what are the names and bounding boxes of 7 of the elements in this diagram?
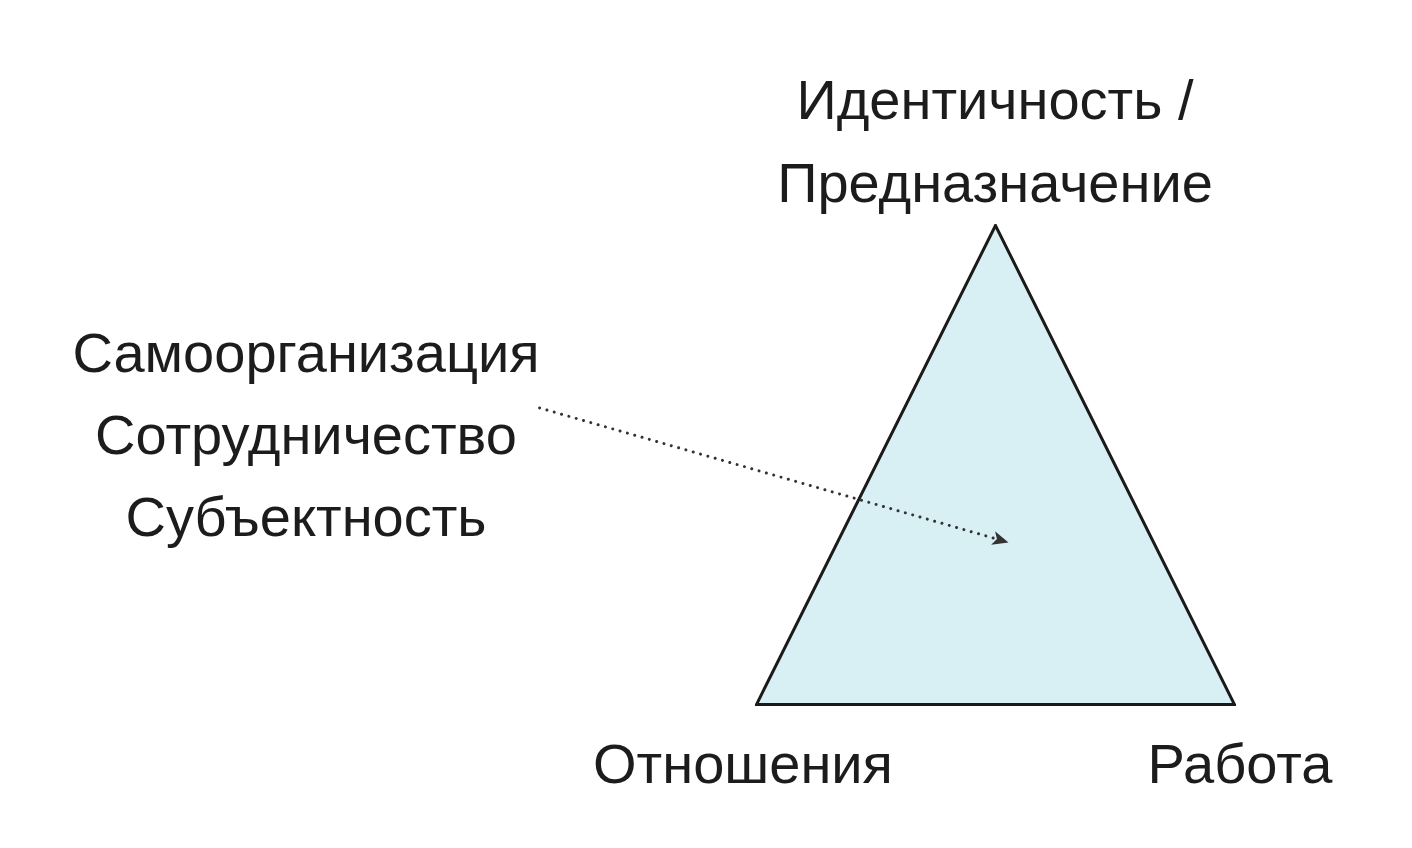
concept-label: Самоорганизация	[72, 320, 540, 386]
vertex-label: Идентичность / Предназначение	[776, 67, 1214, 216]
leader-arrow	[538, 406, 1010, 545]
vertex-label: Отношения	[593, 731, 893, 797]
concept-label: Субъектность	[125, 484, 487, 550]
vertex-label: Работа	[1147, 731, 1333, 797]
concept-label: Сотрудничество	[95, 402, 517, 468]
